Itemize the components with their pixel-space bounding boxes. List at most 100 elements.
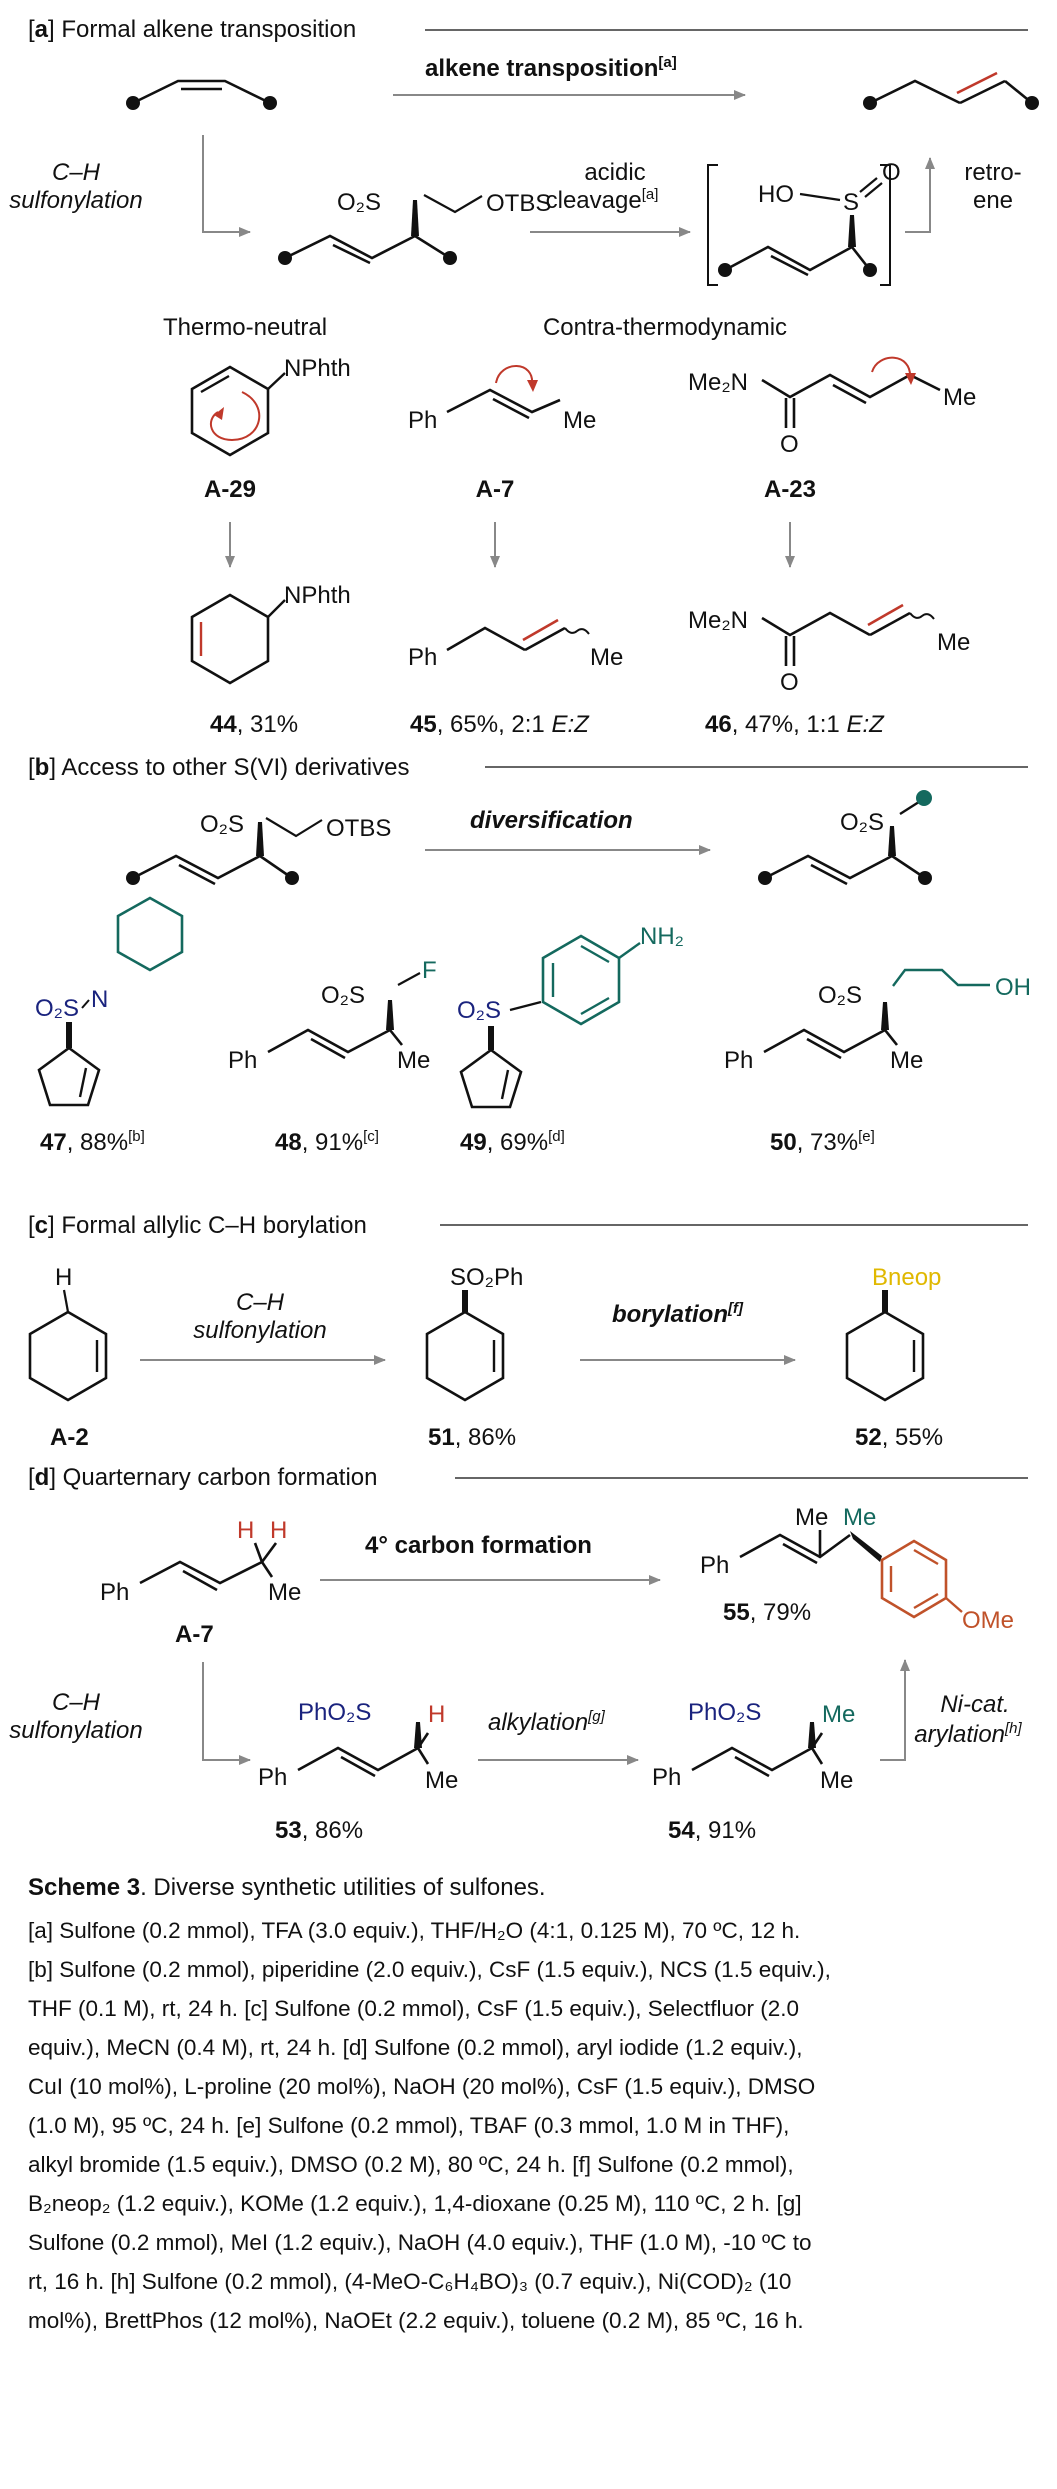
- svg-text:O₂S: O₂S: [35, 995, 79, 1022]
- scheme-caption: Scheme 3. Diverse synthetic utilities of…: [28, 1868, 1033, 2340]
- substrate-a7: Ph Me A-7: [408, 365, 596, 503]
- substrate-a2: H A-2: [28, 1264, 108, 1451]
- product-52: Bneop 52, 55%: [845, 1264, 943, 1451]
- svg-text:O₂S: O₂S: [337, 189, 381, 216]
- label-arylation: arylation[h]: [914, 1720, 1022, 1748]
- caption-title: Scheme 3. Diverse synthetic utilities of…: [28, 1874, 546, 1901]
- svg-text:55, 79%: 55, 79%: [723, 1599, 811, 1626]
- arrow-label-diversification: diversification: [470, 807, 633, 834]
- product-48: Ph O₂S F Me 48, 91%[c]: [228, 957, 437, 1156]
- product-54: Ph PhO₂S Me Me 54, 91%: [652, 1699, 855, 1844]
- svg-text:H: H: [237, 1517, 254, 1544]
- svg-text:SO₂Ph: SO₂Ph: [450, 1264, 523, 1291]
- caption-line: [a] Sulfone (0.2 mmol), TFA (3.0 equiv.)…: [28, 1918, 801, 1943]
- svg-text:OH: OH: [995, 974, 1031, 1001]
- product-46: Me₂N O Me 46, 47%, 1:1 E:Z: [688, 603, 970, 738]
- caption-line: CuI (10 mol%), L-proline (20 mol%), NaOH…: [28, 2074, 816, 2099]
- svg-text:Ph: Ph: [100, 1579, 129, 1606]
- svg-text:47, 88%[b]: 47, 88%[b]: [40, 1128, 145, 1156]
- svg-text:HO: HO: [758, 181, 794, 208]
- svg-text:Me: Me: [943, 384, 976, 411]
- allyl-sulfone-otbs: O₂S OTBS: [278, 189, 551, 265]
- svg-text:Ph: Ph: [652, 1764, 681, 1791]
- svg-text:O₂S: O₂S: [200, 811, 244, 838]
- sulfinic-acid-intermediate: S HO O: [707, 159, 901, 286]
- product-55: Ph Me Me OMe 55, 79%: [700, 1504, 1014, 1634]
- svg-text:NPhth: NPhth: [284, 355, 351, 382]
- section-c-header: [c] Formal allylic C–H borylation: [28, 1212, 367, 1239]
- arrow-label-alkene-transposition: alkene transposition[a]: [425, 54, 677, 82]
- label-ch: C–H: [52, 1689, 101, 1716]
- arrow-label-4-carbon-formation: 4° carbon formation: [365, 1532, 592, 1559]
- label-ene: ene: [973, 187, 1013, 214]
- svg-text:44, 31%: 44, 31%: [210, 711, 298, 738]
- substrate-a23: Me₂N O Me A-23: [688, 356, 976, 503]
- svg-text:H: H: [428, 1701, 445, 1728]
- caption-line: THF (0.1 M), rt, 24 h. [c] Sulfone (0.2 …: [28, 1996, 800, 2021]
- svg-text:53, 86%: 53, 86%: [275, 1817, 363, 1844]
- svg-text:Me: Me: [843, 1504, 876, 1531]
- svg-text:Me: Me: [590, 644, 623, 671]
- alkene-product: [869, 71, 1033, 105]
- svg-text:O₂S: O₂S: [457, 997, 501, 1024]
- svg-text:Me₂N: Me₂N: [688, 607, 748, 634]
- caption-line: rt, 16 h. [h] Sulfone (0.2 mmol), (4-MeO…: [28, 2269, 792, 2294]
- svg-text:A-2: A-2: [50, 1424, 89, 1451]
- svg-text:OMe: OMe: [962, 1607, 1014, 1634]
- svg-text:Me: Me: [563, 407, 596, 434]
- arrow-label-alkylation: alkylation[g]: [488, 1708, 606, 1736]
- svg-text:OTBS: OTBS: [486, 190, 551, 217]
- caption-line: [b] Sulfone (0.2 mmol), piperidine (2.0 …: [28, 1957, 831, 1982]
- svg-text:49, 69%[d]: 49, 69%[d]: [460, 1128, 565, 1156]
- svg-text:O₂S: O₂S: [321, 982, 365, 1009]
- label-sulfonylation: sulfonylation: [193, 1317, 326, 1344]
- svg-text:NH₂: NH₂: [640, 923, 684, 950]
- svg-text:A-23: A-23: [764, 476, 816, 503]
- svg-text:54, 91%: 54, 91%: [668, 1817, 756, 1844]
- svg-text:Ph: Ph: [408, 644, 437, 671]
- svg-text:Me: Me: [820, 1767, 853, 1794]
- svg-text:O: O: [882, 159, 901, 186]
- product-53: Ph PhO₂S H Me 53, 86%: [258, 1699, 458, 1844]
- svg-text:46, 47%, 1:1 E:Z: 46, 47%, 1:1 E:Z: [705, 711, 885, 738]
- section-a: [a] Formal alkene transposition alkene t…: [9, 16, 1039, 738]
- svg-text:Me: Me: [795, 1504, 828, 1531]
- section-c: [c] Formal allylic C–H borylation H A-2 …: [28, 1212, 1028, 1451]
- svg-text:Me: Me: [937, 629, 970, 656]
- svg-text:S: S: [843, 189, 859, 216]
- label-sulfonylation: sulfonylation: [9, 187, 142, 214]
- caption-line: alkyl bromide (1.5 equiv.), DMSO (0.2 M)…: [28, 2152, 794, 2177]
- sulfone-otbs: O₂S OTBS: [126, 811, 391, 886]
- svg-text:Me₂N: Me₂N: [688, 369, 748, 396]
- svg-text:A-29: A-29: [204, 476, 256, 503]
- label-cleavage: cleavage[a]: [546, 186, 659, 214]
- caption-line: mol%), BrettPhos (12 mol%), NaOEt (2.2 e…: [28, 2308, 804, 2333]
- svg-text:Ph: Ph: [700, 1552, 729, 1579]
- substrate-a29: NPhth A-29: [190, 355, 351, 503]
- section-b: [b] Access to other S(VI) derivatives O₂…: [28, 754, 1031, 1156]
- caption-line: (1.0 M), 95 ºC, 24 h. [e] Sulfone (0.2 m…: [28, 2113, 790, 2138]
- svg-text:Me: Me: [425, 1767, 458, 1794]
- svg-text:Ph: Ph: [228, 1047, 257, 1074]
- caption-line: equiv.), MeCN (0.4 M), rt, 24 h. [d] Sul…: [28, 2035, 803, 2060]
- product-49: NH₂ O₂S 49, 69%[d]: [457, 923, 684, 1156]
- svg-text:PhO₂S: PhO₂S: [298, 1699, 371, 1726]
- arrow-label-borylation: borylation[f]: [612, 1300, 744, 1328]
- label-ni-cat: Ni-cat.: [940, 1691, 1009, 1718]
- alkene-start: [132, 79, 271, 105]
- sulfone-generic: O₂S: [758, 790, 932, 886]
- svg-text:52, 55%: 52, 55%: [855, 1424, 943, 1451]
- reaction-scheme: [a] Formal alkene transposition alkene t…: [9, 16, 1039, 1844]
- section-d-header: [d] Quarternary carbon formation: [28, 1464, 378, 1491]
- product-50: Ph O₂S OH Me 50, 73%[e]: [724, 968, 1031, 1156]
- svg-text:PhO₂S: PhO₂S: [688, 1699, 761, 1726]
- svg-text:51, 86%: 51, 86%: [428, 1424, 516, 1451]
- product-45: Ph Me 45, 65%, 2:1 E:Z: [408, 618, 623, 738]
- product-47: N O₂S 47, 88%[b]: [35, 896, 184, 1156]
- svg-text:A-7: A-7: [476, 476, 515, 503]
- svg-text:H: H: [270, 1517, 287, 1544]
- svg-text:H: H: [55, 1264, 72, 1291]
- svg-text:OTBS: OTBS: [326, 815, 391, 842]
- label-contra-thermodynamic: Contra-thermodynamic: [543, 314, 787, 341]
- svg-text:O₂S: O₂S: [818, 982, 862, 1009]
